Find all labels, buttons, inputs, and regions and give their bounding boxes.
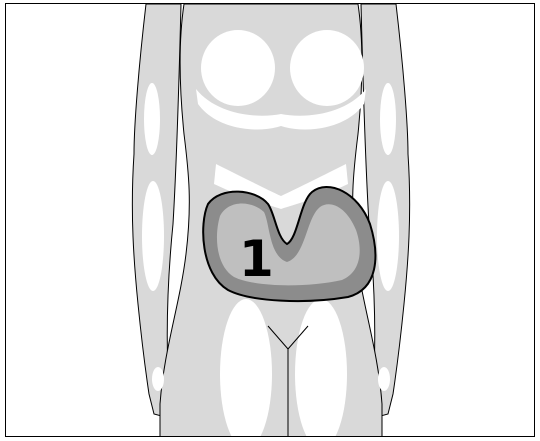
left-forearm-highlight bbox=[142, 181, 164, 291]
right-wrist-highlight bbox=[378, 367, 390, 391]
region-label-1: 1 bbox=[239, 230, 274, 288]
body-diagram: 1 bbox=[6, 4, 535, 437]
figure-frame: 1 bbox=[5, 3, 535, 437]
left-upper-arm-highlight bbox=[144, 83, 160, 155]
right-chest-highlight bbox=[290, 30, 364, 106]
left-wrist-highlight bbox=[152, 367, 164, 391]
right-forearm-highlight bbox=[377, 181, 399, 291]
left-chest-highlight bbox=[201, 30, 275, 106]
right-upper-arm-highlight bbox=[380, 83, 396, 155]
